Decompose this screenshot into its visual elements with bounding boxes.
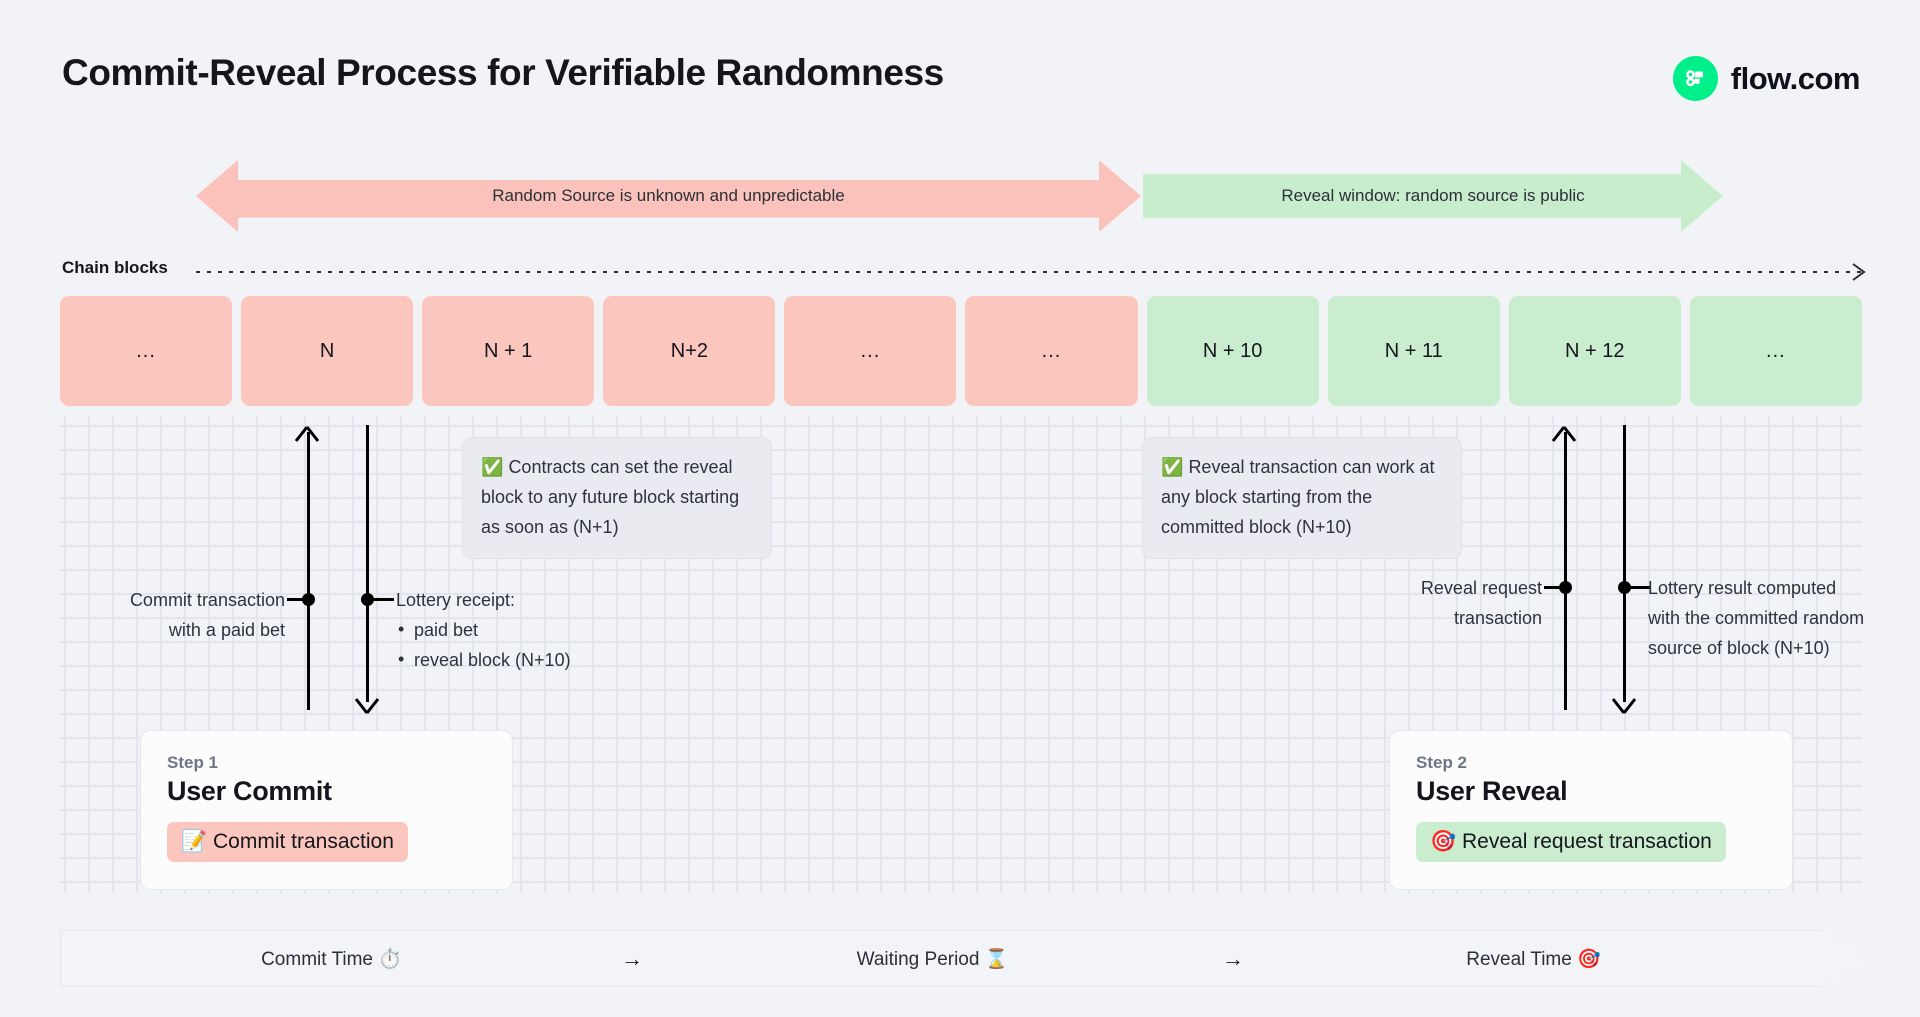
chain-blocks-label: Chain blocks	[62, 258, 168, 277]
reveal-request-annotation: Reveal request transaction	[1320, 573, 1542, 633]
chain-block[interactable]: N + 11	[1327, 296, 1500, 406]
timeline-waiting-period: Waiting Period ⌛	[856, 948, 1009, 970]
reveal-callout: ✅ Reveal transaction can work at any blo…	[1142, 437, 1462, 559]
reveal-annotation-line1: Reveal request	[1420, 578, 1542, 598]
chain-axis-arrow-icon	[1852, 263, 1866, 281]
result-connector-stub	[1624, 586, 1651, 589]
chain-block-label: N + 10	[1202, 339, 1263, 362]
receipt-connector-line	[366, 425, 369, 702]
list-item: reveal block (N+10)	[396, 644, 686, 675]
commit-connector-line	[307, 432, 310, 710]
chain-block[interactable]: ...	[1689, 296, 1862, 406]
chain-block[interactable]: N + 12	[1508, 296, 1681, 406]
timeline-arrow-icon: →	[621, 945, 643, 971]
receipt-connector-dot	[361, 593, 374, 606]
phase-banner-reveal: Reveal window: random source is public	[1143, 160, 1723, 232]
step-2-card: Step 2 User Reveal 🎯 Reveal request tran…	[1389, 730, 1793, 890]
chain-block-label: ...	[1766, 339, 1786, 362]
commit-transaction-annotation: Commit transaction with a paid bet	[60, 585, 285, 645]
commit-annotation-line2: with a paid bet	[168, 620, 285, 640]
phase-banner-row: Random Source is unknown and unpredictab…	[0, 160, 1920, 232]
timeline-bar: Commit Time ⏱️ → Waiting Period ⌛ → Reve…	[60, 930, 1865, 987]
commit-connector-stub	[287, 598, 314, 601]
check-mark-icon: ✅	[1161, 457, 1184, 477]
chain-block-label: N+2	[670, 339, 708, 362]
receipt-down-arrow-icon	[354, 698, 380, 714]
commit-transaction-chip[interactable]: 📝 Commit transaction	[167, 822, 408, 862]
list-item: paid bet	[396, 614, 686, 645]
commit-up-arrow-icon	[294, 426, 320, 442]
reveal-connector-line	[1564, 432, 1567, 710]
timeline-reveal-time: Reveal Time 🎯	[1466, 948, 1601, 970]
chain-blocks-row: ... N N + 1 N+2 ... ... N + 10 N + 11 N …	[60, 296, 1862, 406]
brand-logo: flow.com	[1672, 56, 1861, 101]
step-1-card: Step 1 User Commit 📝 Commit transaction	[140, 730, 513, 890]
lottery-result-annotation: Lottery result computed with the committ…	[1648, 578, 1865, 658]
chain-block[interactable]: ...	[60, 296, 233, 406]
result-connector-line	[1623, 425, 1626, 702]
phase-label-reveal: Reveal window: random source is public	[1281, 186, 1585, 205]
chain-block[interactable]: N+2	[603, 296, 776, 406]
chain-block[interactable]: ...	[965, 296, 1138, 406]
reveal-up-arrow-icon	[1551, 426, 1577, 442]
chain-block[interactable]: N	[241, 296, 414, 406]
phase-banner-unknown: Random Source is unknown and unpredictab…	[196, 160, 1141, 232]
chain-block-label: N + 11	[1384, 339, 1443, 362]
chain-block-label: ...	[860, 339, 881, 362]
step-1-title: User Commit	[167, 776, 332, 806]
chain-block-label: ...	[136, 339, 156, 362]
memo-icon: 📝	[181, 830, 208, 853]
target-icon: 🎯	[1430, 830, 1457, 853]
step-1-label: Step 1	[167, 753, 219, 772]
chain-block[interactable]: ...	[784, 296, 957, 406]
reveal-request-chip[interactable]: 🎯 Reveal request transaction	[1416, 822, 1726, 862]
commit-transaction-chip-label: Commit transaction	[213, 830, 394, 853]
commit-annotation-line1: Commit transaction	[129, 590, 285, 610]
chain-block-label: N	[319, 339, 335, 362]
reveal-annotation-line2: transaction	[1453, 608, 1542, 628]
chain-block-label: ...	[1041, 339, 1062, 362]
commit-callout: ✅ Contracts can set the reveal block to …	[462, 437, 772, 559]
chain-axis-line	[196, 271, 1862, 273]
result-connector-dot	[1618, 581, 1631, 594]
chain-block[interactable]: N + 1	[422, 296, 595, 406]
flow-logo-icon	[1672, 56, 1718, 101]
brand-name: flow.com	[1730, 60, 1861, 96]
chain-block-label: N + 12	[1565, 339, 1625, 362]
lottery-receipt-annotation: Lottery receipt: paid bet reveal block (…	[396, 585, 686, 675]
step-2-label: Step 2	[1416, 753, 1468, 772]
step-2-title: User Reveal	[1416, 776, 1568, 806]
timeline-arrow-icon: →	[1222, 945, 1244, 971]
phase-label-unknown: Random Source is unknown and unpredictab…	[492, 186, 845, 205]
result-down-arrow-icon	[1611, 698, 1637, 714]
receipt-connector-stub	[367, 598, 394, 601]
reveal-callout-text: Reveal transaction can work at any block…	[1161, 457, 1435, 537]
lottery-receipt-title: Lottery receipt:	[396, 590, 516, 610]
reveal-connector-dot	[1559, 581, 1572, 594]
timeline-commit-time: Commit Time ⏱️	[261, 948, 402, 970]
chain-block[interactable]: N + 10	[1146, 296, 1319, 406]
reveal-connector-stub	[1544, 586, 1571, 589]
commit-callout-text: Contracts can set the reveal block to an…	[481, 457, 740, 537]
chain-block-label: N + 1	[484, 339, 533, 362]
check-mark-icon: ✅	[481, 457, 504, 477]
reveal-request-chip-label: Reveal request transaction	[1462, 830, 1712, 853]
page-title: Commit-Reveal Process for Verifiable Ran…	[62, 52, 944, 93]
commit-connector-dot	[302, 593, 315, 606]
lottery-receipt-list: paid bet reveal block (N+10)	[396, 614, 686, 675]
